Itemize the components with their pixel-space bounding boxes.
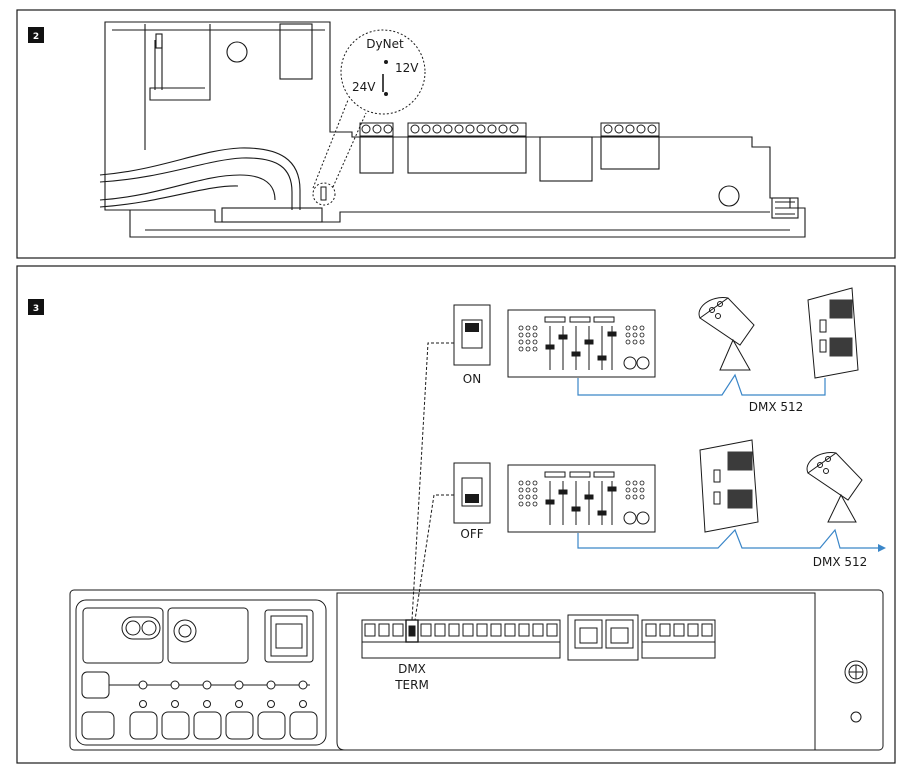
24v-label: 24V bbox=[352, 80, 376, 94]
switch-on: ON bbox=[453, 304, 491, 386]
controller-housing-side bbox=[99, 21, 806, 238]
panel-3-frame bbox=[16, 265, 896, 764]
12v-label: 12V bbox=[395, 61, 419, 75]
controller-front bbox=[69, 589, 884, 751]
on-label: ON bbox=[463, 372, 481, 386]
dmx-cable-bottom bbox=[577, 528, 880, 549]
spotlight-icon bbox=[698, 297, 755, 371]
dynet-label: DyNet bbox=[366, 37, 404, 51]
dmx-term-jumper bbox=[405, 619, 419, 643]
step-badge-3 bbox=[28, 299, 44, 315]
lighting-desk-top bbox=[507, 309, 656, 378]
spotlight-icon bbox=[806, 452, 863, 523]
dmx-cable-top bbox=[577, 373, 826, 396]
dmx-term-label-line2: TERM bbox=[394, 678, 429, 692]
dimmer-pack-icon bbox=[807, 287, 859, 379]
voltage-jumper-callout: DyNet 12V 24V bbox=[312, 29, 426, 206]
panel-2-frame bbox=[16, 9, 896, 259]
dmx-term-label-line1: DMX bbox=[398, 662, 426, 676]
dmx-512-label-top: DMX 512 bbox=[749, 400, 804, 414]
dmx-512-label-bottom: DMX 512 bbox=[813, 555, 868, 569]
panel-3: 3 ON OFF bbox=[16, 265, 896, 764]
terminal-blocks bbox=[359, 122, 660, 137]
jumper-zoom-circle bbox=[340, 29, 426, 115]
leader-on bbox=[411, 342, 454, 621]
leader-off bbox=[414, 494, 454, 621]
lighting-desk-bottom bbox=[507, 464, 656, 533]
step-badge-2 bbox=[28, 27, 44, 43]
step-number-2: 2 bbox=[33, 32, 39, 42]
switch-off: OFF bbox=[453, 462, 491, 541]
dimmer-pack-icon bbox=[699, 439, 759, 533]
dmx-arrow-icon bbox=[878, 544, 886, 552]
panel-2: 2 bbox=[16, 9, 896, 259]
step-number-3: 3 bbox=[33, 304, 39, 314]
off-label: OFF bbox=[460, 527, 483, 541]
